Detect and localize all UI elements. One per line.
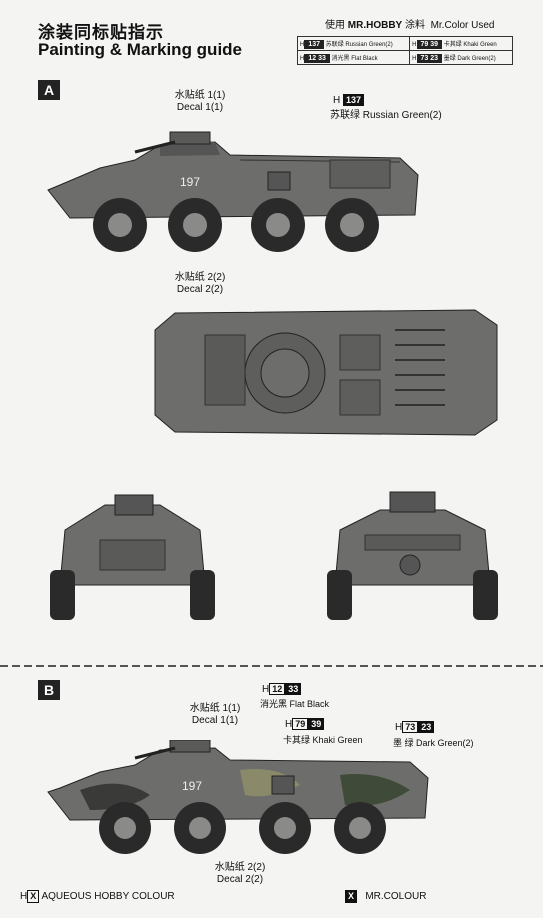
section-a-paint-code: H 137: [333, 94, 365, 106]
wheels-a: [93, 198, 379, 252]
apc-top-view: [154, 309, 498, 436]
apc-side-view-a: 197: [47, 131, 419, 252]
page-title-en: Painting & Marking guide: [38, 40, 243, 59]
wheels-b: [99, 802, 386, 854]
section-b-dark-name: 墨 绿 Dark Green(2): [393, 738, 474, 748]
section-b-black-name: 消光黑 Flat Black: [260, 699, 330, 709]
brand-mrcolor: Mr.Color Used: [430, 20, 495, 31]
section-b-decal1: 水贴纸 1(1) Decal 1(1): [189, 703, 241, 726]
apc-side-view-b: 197: [47, 740, 429, 854]
used-prefix: 使用: [325, 20, 345, 31]
section-a-paint-name: 苏联绿 Russian Green(2): [330, 110, 442, 121]
section-a-decal1: 水贴纸 1(1) Decal 1(1): [174, 90, 226, 113]
hull-number-a: 197: [180, 175, 200, 189]
used-mid: 涂料: [405, 20, 426, 31]
apc-rear-view: [327, 491, 498, 620]
section-b-khaki-name: 卡其绿 Khaki Green: [283, 735, 363, 745]
hull-number-b: 197: [182, 779, 202, 793]
section-divider: [0, 665, 543, 667]
section-a-label: A: [38, 80, 60, 100]
brand-mrhobby: MR.HOBBY: [347, 20, 403, 31]
section-b-decal2: 水贴纸 2(2) Decal 2(2): [214, 862, 266, 885]
page-title-cn: 涂装同标贴指示: [38, 23, 164, 42]
legend-mrcolour: X MR.COLOUR: [345, 890, 426, 903]
apc-front-view: [50, 494, 215, 620]
used-line: 使用 MR.HOBBY 涂料 Mr.Color Used: [325, 16, 494, 31]
section-a-decal2: 水贴纸 2(2) Decal 2(2): [174, 272, 226, 295]
section-b-label: B: [38, 680, 60, 700]
